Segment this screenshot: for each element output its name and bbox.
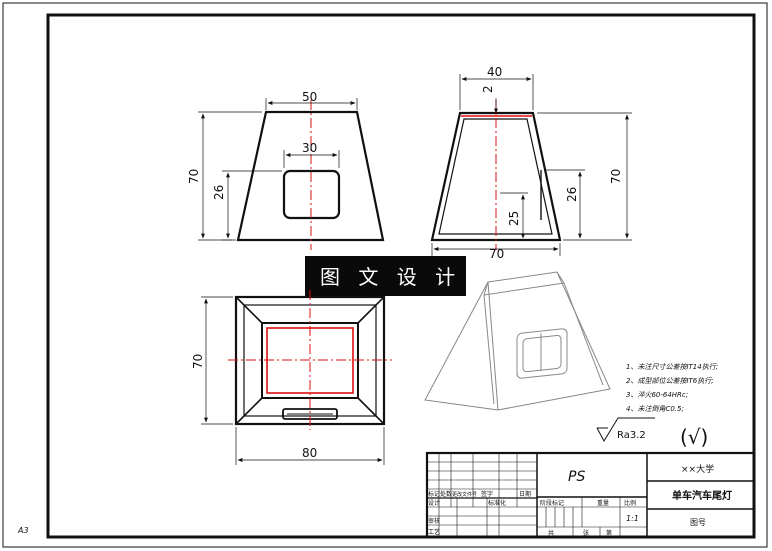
tb-label-review: 审核 xyxy=(428,517,440,525)
isometric-view xyxy=(424,271,611,411)
technical-notes: 1、未注尺寸公差按IT14执行; 2、成型部位公差按IT6执行; 3、淬火60-… xyxy=(626,363,718,413)
dim-side-height: 70 xyxy=(609,169,623,184)
watermark-banner: 图 文 设 计 xyxy=(305,256,466,296)
note-1: 1、未注尺寸公差按IT14执行; xyxy=(626,363,718,371)
title-block xyxy=(425,451,756,539)
dim-side-top: 40 xyxy=(487,65,502,79)
dim-front-window: 30 xyxy=(302,141,317,155)
dim-front-window-offset: 26 xyxy=(212,185,226,200)
tb-label-design: 设计 xyxy=(428,499,440,507)
tb-label-file: 更改文件号 xyxy=(452,491,477,498)
dim-front-top: 50 xyxy=(302,90,317,104)
sheet-size-label: A3 xyxy=(17,526,29,535)
front-view: 50 30 70 26 xyxy=(187,90,385,250)
top-view: 70 80 xyxy=(191,290,392,465)
dim-side-wall: 2 xyxy=(481,85,495,93)
tb-label-standard: 标准化 xyxy=(488,499,506,507)
tb-part-name: 单车汽车尾灯 xyxy=(672,489,732,502)
tb-material: PS xyxy=(568,469,585,485)
tb-label-stage: 阶段标记 xyxy=(540,499,564,507)
tb-scale: 1:1 xyxy=(626,514,639,523)
banner-text: 图 文 设 计 xyxy=(320,265,461,289)
side-view: 40 2 70 70 25 26 xyxy=(430,65,632,261)
dim-side-offset-a: 25 xyxy=(507,211,521,226)
tb-school: ××大学 xyxy=(681,463,714,475)
tb-label-mark: 标记 xyxy=(428,490,440,498)
note-4: 4、未注倒角C0.5; xyxy=(626,405,684,413)
tb-drawing-no-label: 图号 xyxy=(690,518,706,527)
inner-frame xyxy=(46,13,756,539)
tb-label-total: 共 xyxy=(548,529,554,537)
dim-top-width: 80 xyxy=(302,446,317,460)
roughness-symbol: Ra3.2 (√) xyxy=(596,417,708,449)
title-block-text: PS ××大学 单车汽车尾灯 图号 1:1 标记 处数 更改文件号 签字 日期 … xyxy=(428,463,732,537)
tb-label-process: 工艺 xyxy=(428,528,440,536)
dim-side-offset-b: 26 xyxy=(565,187,579,202)
note-2: 2、成型部位公差按IT6执行; xyxy=(626,377,714,385)
tb-label-weight: 重量 xyxy=(597,499,609,507)
tb-label-sign: 签字 xyxy=(481,490,493,498)
tb-label-scale: 比例 xyxy=(624,499,636,507)
tb-label-sheet: 张 xyxy=(583,529,589,537)
dim-front-height: 70 xyxy=(187,169,201,184)
roughness-value: Ra3.2 xyxy=(617,430,646,441)
tb-label-date: 日期 xyxy=(519,490,531,498)
dim-side-bottom: 70 xyxy=(489,247,504,261)
dim-top-height: 70 xyxy=(191,354,205,369)
tb-label-page: 第 xyxy=(606,529,612,537)
note-3: 3、淬火60-64HRc; xyxy=(626,391,688,399)
roughness-general: (√) xyxy=(680,425,708,449)
tb-label-count: 处数 xyxy=(440,490,452,498)
